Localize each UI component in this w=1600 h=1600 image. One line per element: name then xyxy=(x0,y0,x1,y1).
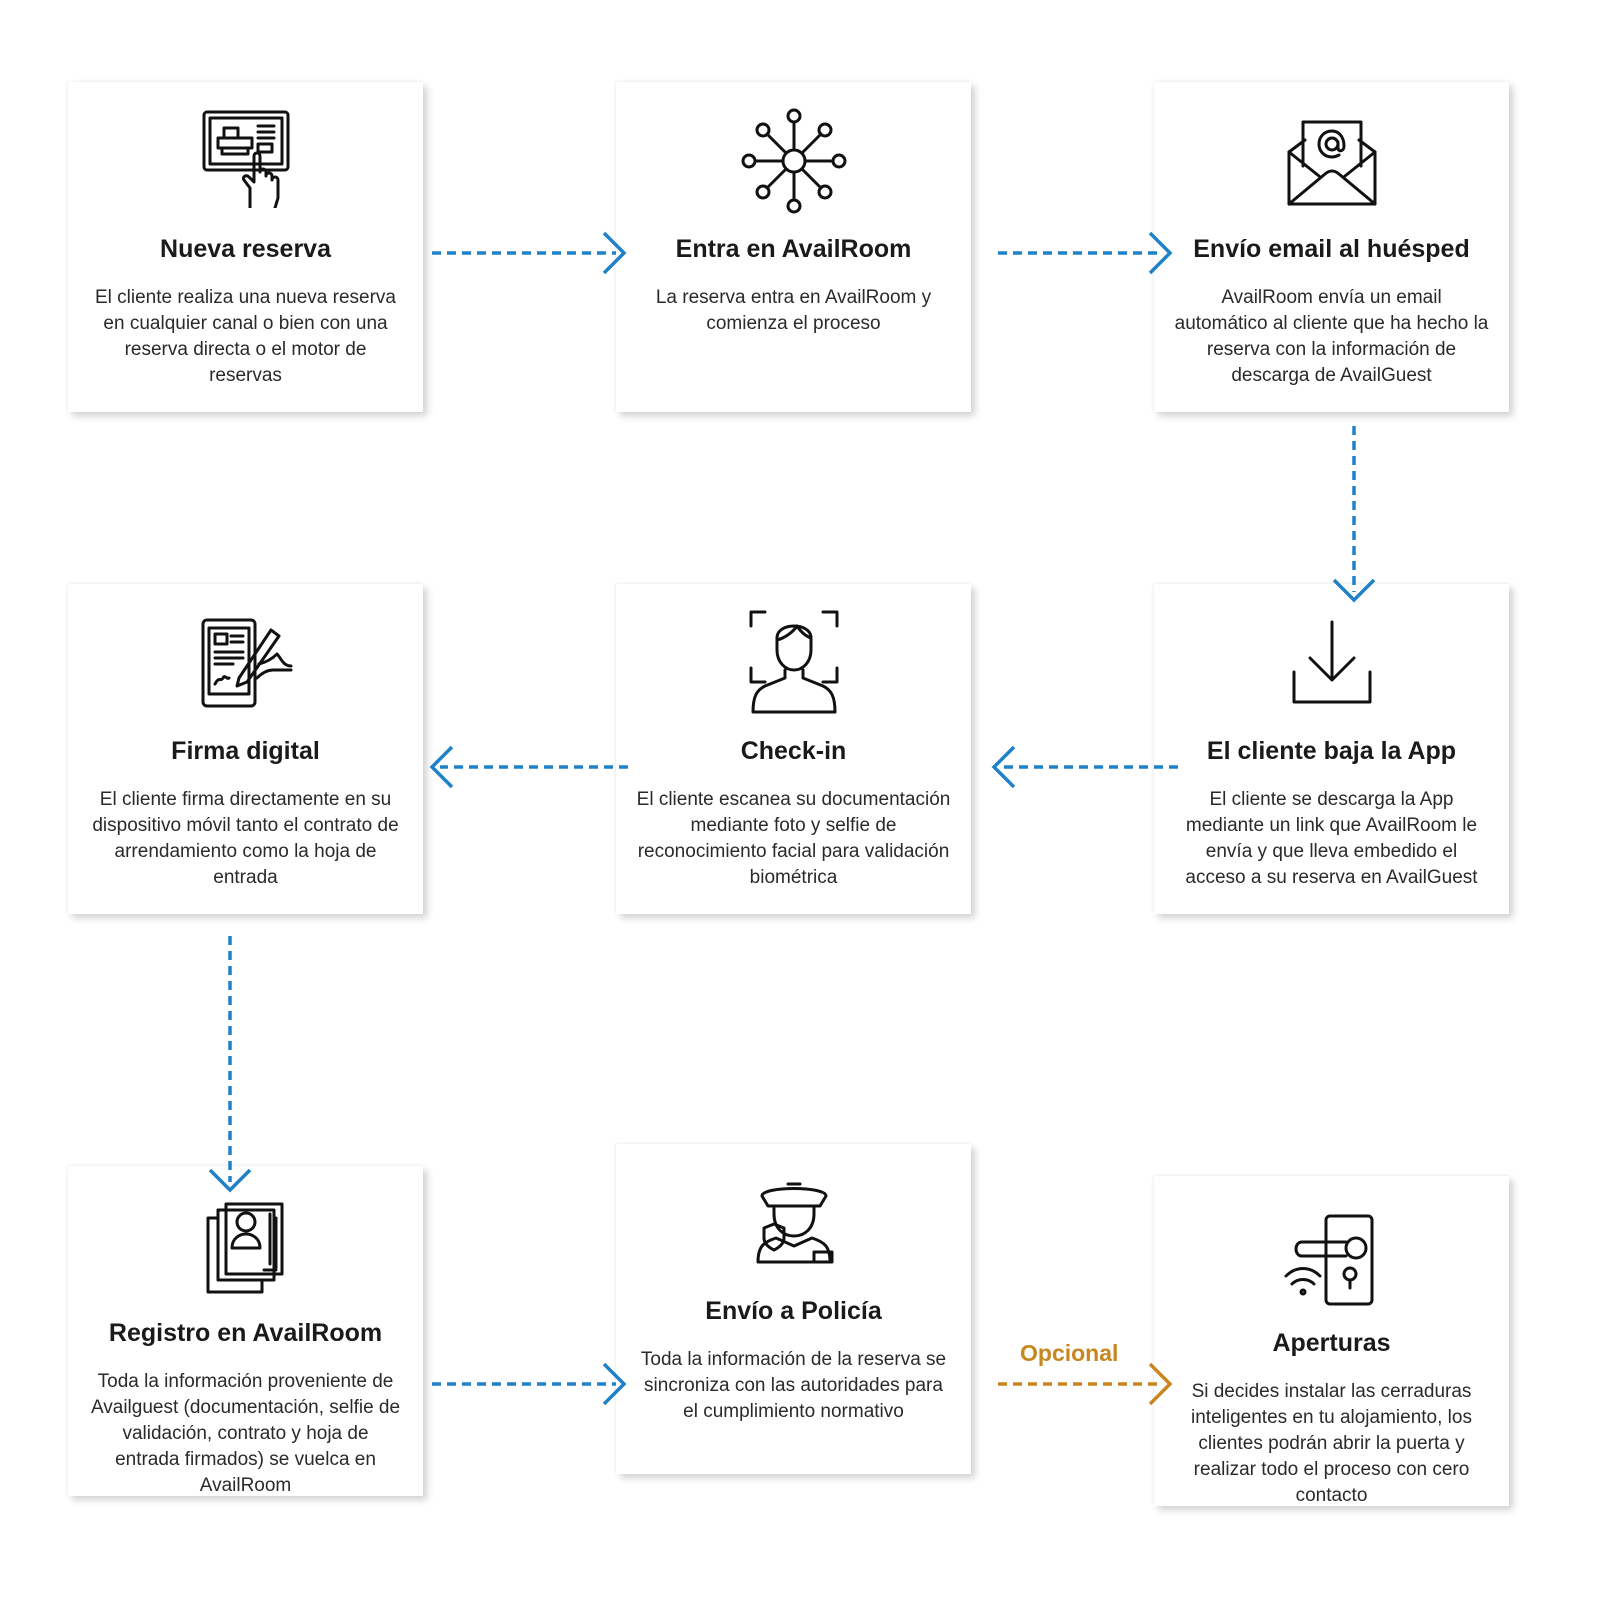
step-card-registro-availroom: Registro en AvailRoom Toda la informació… xyxy=(68,1166,423,1496)
tablet-touch-icon xyxy=(200,108,292,208)
step-description: El cliente realiza una nueva reserva en … xyxy=(94,287,396,386)
step-title: Aperturas xyxy=(1272,1329,1391,1357)
step-card-firma-digital: Firma digital El cliente firma directame… xyxy=(68,584,423,914)
step-description: Toda la información proveniente de Avail… xyxy=(90,1371,401,1496)
network-hub-icon xyxy=(739,106,849,216)
arrow-5-to-6 xyxy=(429,745,628,789)
arrow-8-to-9-optional xyxy=(998,1362,1173,1406)
step-card-nueva-reserva: Nueva reserva El cliente realiza una nue… xyxy=(68,82,423,412)
step-description: Si decides instalar las cerraduras intel… xyxy=(1191,1381,1472,1506)
arrow-7-to-8 xyxy=(432,1362,627,1406)
step-title: El cliente baja la App xyxy=(1206,737,1457,765)
digital-signature-icon xyxy=(199,616,293,708)
arrow-1-to-2 xyxy=(432,231,627,275)
face-scan-icon xyxy=(747,608,841,716)
arrow-3-to-4 xyxy=(1332,426,1376,603)
step-card-entra-en-availroom: Entra en AvailRoom La reserva entra en A… xyxy=(616,82,971,412)
step-title: Firma digital xyxy=(171,737,320,765)
step-card-envio-policia: Envío a Policía Toda la información de l… xyxy=(616,1144,971,1474)
download-icon xyxy=(1290,618,1374,708)
step-title: Envío a Policía xyxy=(705,1297,882,1325)
step-title: Check-in xyxy=(740,737,847,765)
arrow-2-to-3 xyxy=(998,231,1173,275)
step-card-check-in: Check-in El cliente escanea su documenta… xyxy=(616,584,971,914)
step-title: Registro en AvailRoom xyxy=(108,1319,383,1347)
step-card-aperturas: Aperturas Si decides instalar las cerrad… xyxy=(1154,1176,1509,1506)
email-envelope-icon xyxy=(1285,118,1379,208)
step-title: Envío email al huésped xyxy=(1193,235,1470,263)
step-description: La reserva entra en AvailRoom y comienza… xyxy=(655,287,932,334)
step-title: Nueva reserva xyxy=(160,235,331,263)
step-description: El cliente escanea su documentación medi… xyxy=(636,789,951,888)
smart-lock-icon xyxy=(1282,1212,1382,1308)
step-description: Toda la información de la reserva se sin… xyxy=(640,1349,947,1422)
id-documents-icon xyxy=(204,1200,288,1296)
step-description: AvailRoom envía un email automático al c… xyxy=(1174,287,1489,386)
step-description: El cliente firma directamente en su disp… xyxy=(92,789,399,888)
arrow-6-to-7 xyxy=(208,936,252,1193)
step-title: Entra en AvailRoom xyxy=(675,235,912,263)
police-officer-icon xyxy=(748,1176,840,1268)
arrow-4-to-5 xyxy=(991,745,1178,789)
step-description: El cliente se descarga la App mediante u… xyxy=(1185,789,1478,888)
optional-label: Opcional xyxy=(1020,1340,1119,1366)
step-card-cliente-baja-app: El cliente baja la App El cliente se des… xyxy=(1154,584,1509,914)
step-card-envio-email: Envío email al huésped AvailRoom envía u… xyxy=(1154,82,1509,412)
